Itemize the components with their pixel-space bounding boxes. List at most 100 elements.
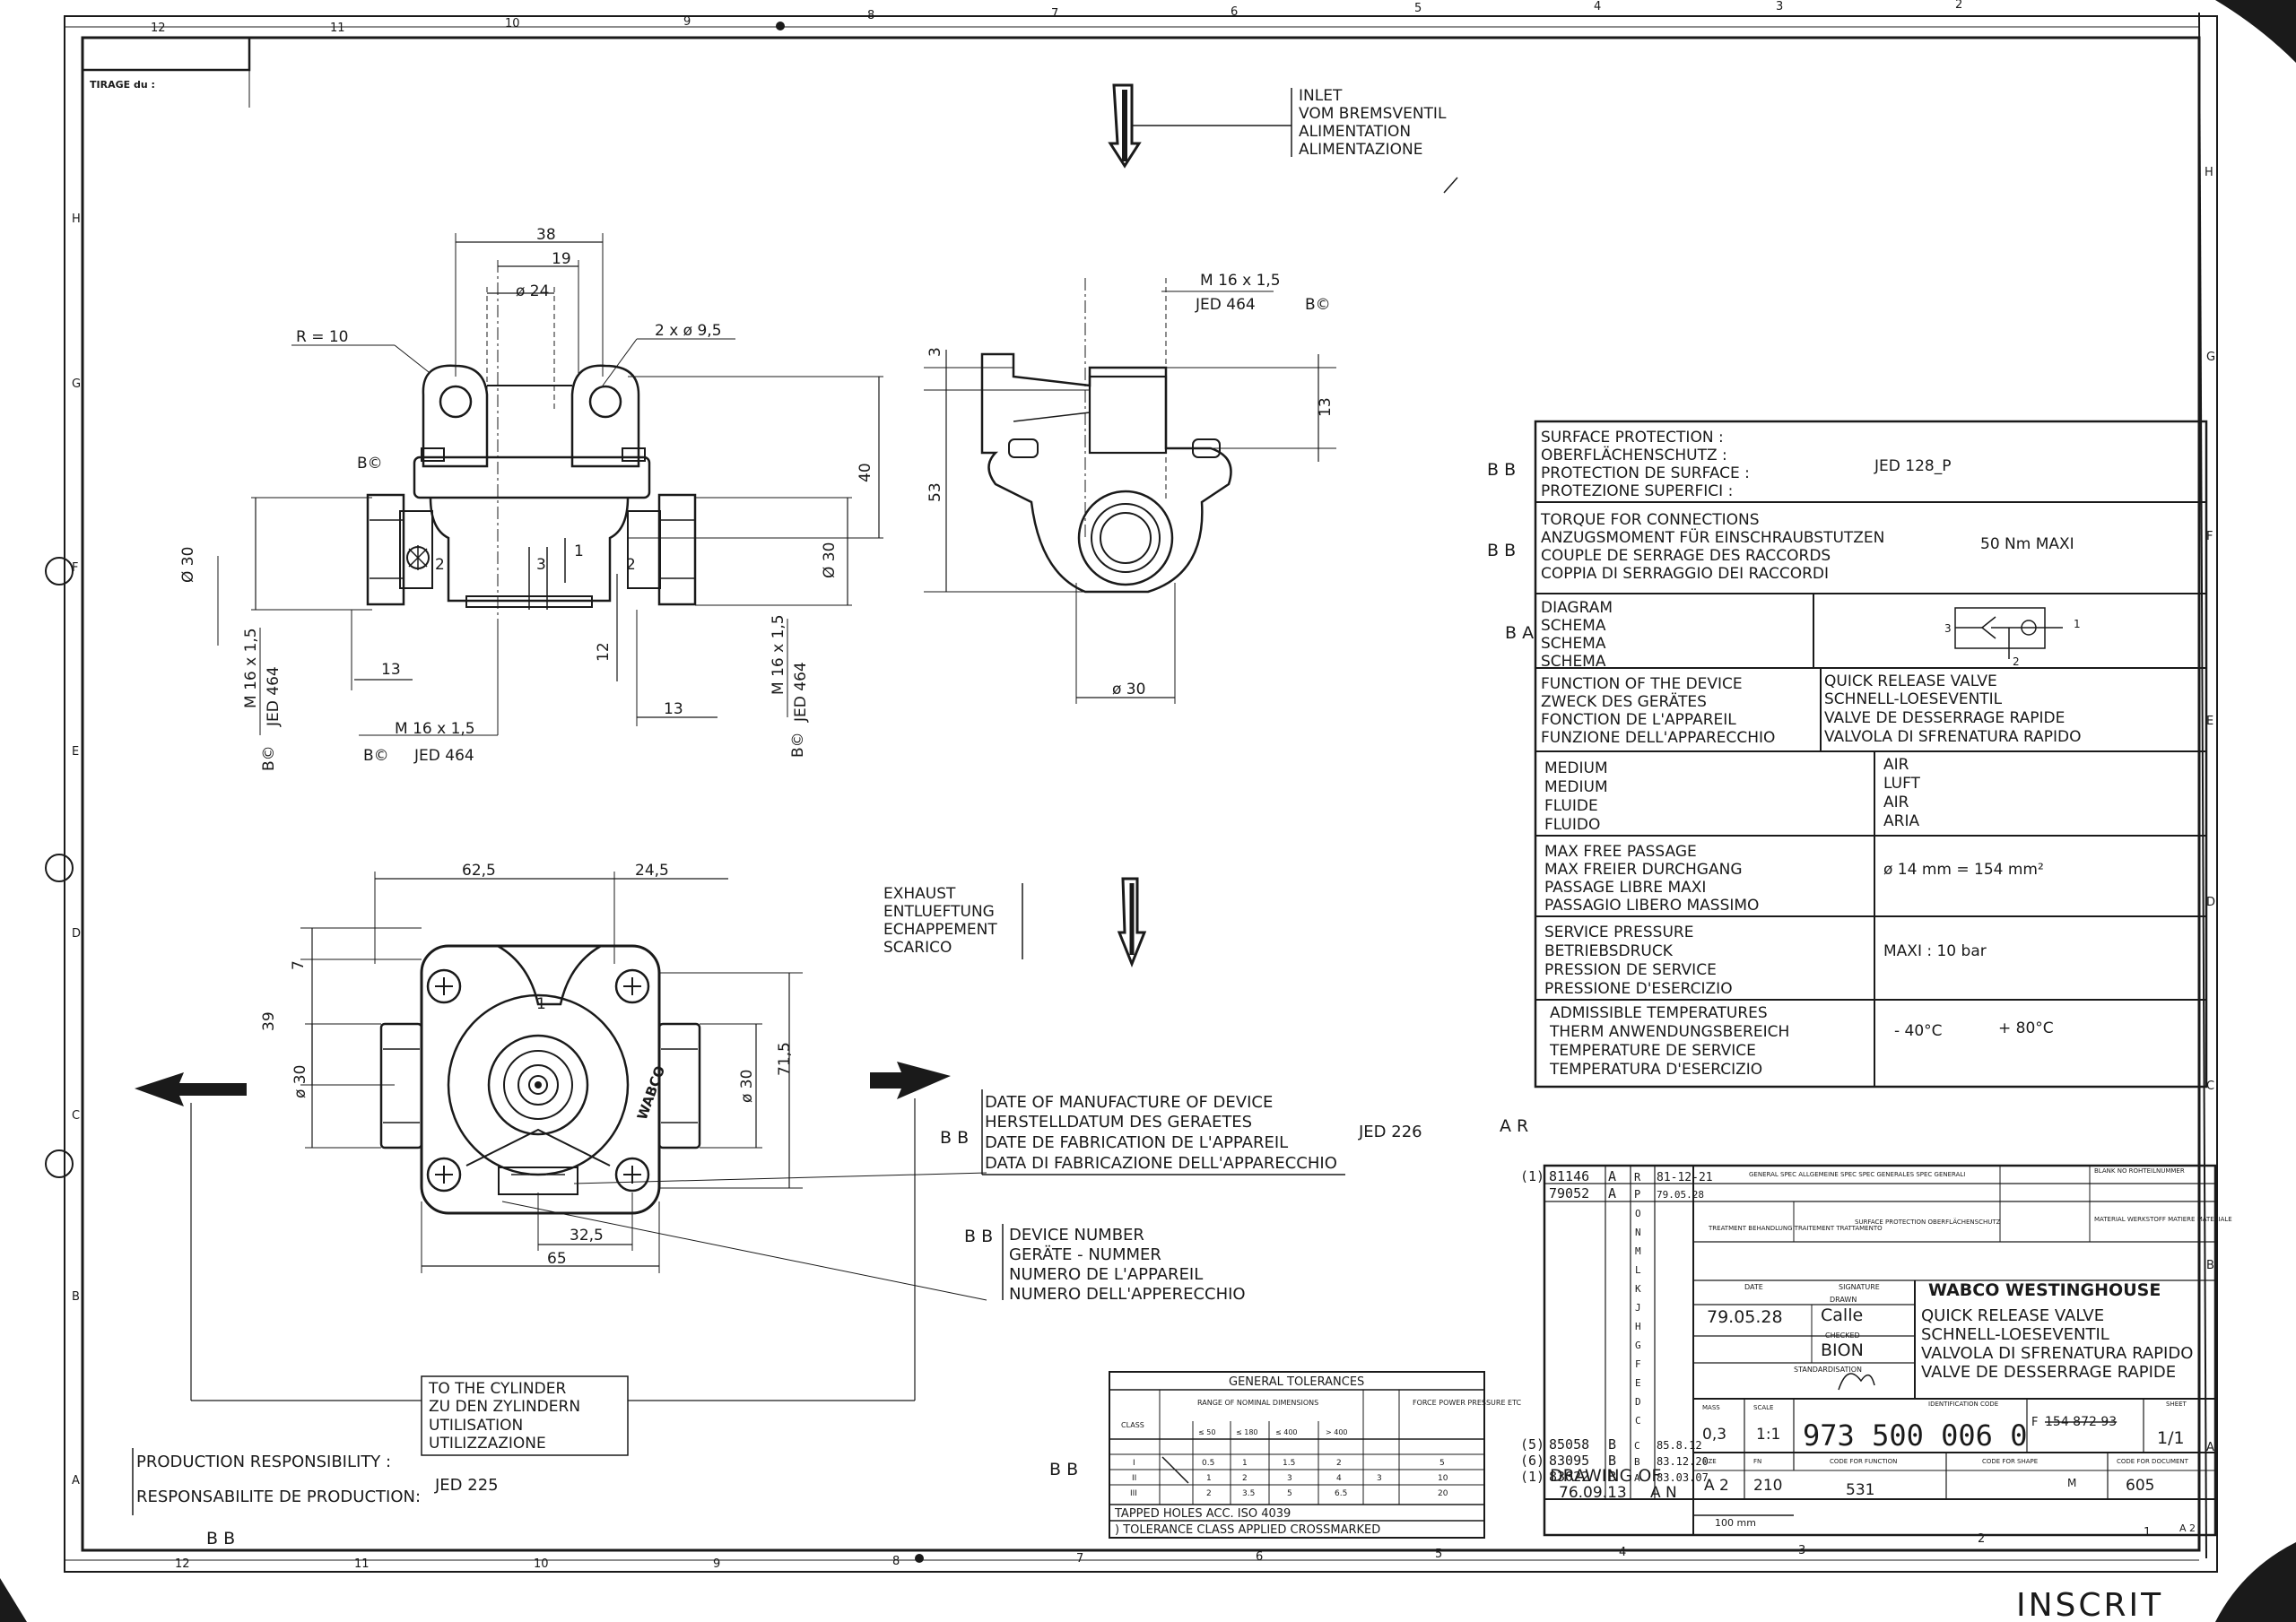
drawing-text: 50 Nm MAXI (1980, 535, 2074, 553)
drawing-text: TEMPERATURA D'ESERCIZIO (1549, 1061, 1762, 1079)
drawing-text: ADMISSIBLE TEMPERATURES (1550, 1004, 1768, 1022)
drawing-text: RANGE OF NOMINAL DIMENSIONS (1197, 1399, 1318, 1407)
drawing-text: M 16 x 1,5 (770, 614, 787, 695)
drawing-text: 7 (290, 960, 308, 970)
side-view: M 16 x 1,5 JED 464 B© 3 53 13 ø 30 (924, 272, 1336, 704)
drawing-text: (5) (1520, 1436, 1544, 1453)
drawing-text: B B (1487, 460, 1516, 480)
drawing-text: II (1132, 1474, 1136, 1483)
drawing-text: 5 (1439, 1459, 1445, 1468)
drawing-text: LUFT (1883, 775, 1921, 793)
drawing-text: E (1635, 1377, 1641, 1389)
drawing-text: ) TOLERANCE CLASS APPLIED CROSSMARKED (1115, 1523, 1380, 1537)
drawing-text: SCALE (1753, 1404, 1773, 1411)
grid-number: 1 (2144, 1526, 2151, 1540)
drawing-text: RESPONSABILITE DE PRODUCTION: (136, 1488, 421, 1506)
drawing-text: VALVOLA DI SFRENATURA RAPIDO (1921, 1344, 2193, 1363)
drawing-text: A 2 (2179, 1522, 2196, 1534)
drawing-text: 65 (547, 1250, 567, 1268)
drawing-text: AIR (1883, 794, 1909, 811)
drawing-text: H (2205, 166, 2213, 179)
drawing-text: R = 10 (296, 328, 349, 346)
drawing-text: B (1608, 1453, 1616, 1469)
drawing-text: 2 (1206, 1489, 1212, 1498)
drawing-text: ø 24 (516, 282, 549, 300)
drawing-text: ≤ 180 (1236, 1428, 1258, 1436)
drawing-text: H (1635, 1321, 1641, 1332)
top-grid-numbers: 12 11 10 9 8 7 6 5 4 3 2 (151, 0, 1962, 35)
drawing-text: ALIMENTAZIONE (1299, 141, 1422, 159)
drawing-text: JED 464 (413, 747, 474, 765)
drawing-text: D (1635, 1396, 1641, 1408)
drawing-text: SCARICO (883, 939, 952, 957)
drawing-text: HERSTELLDATUM DES GERAETES (985, 1113, 1252, 1132)
drawing-text: TO THE CYLINDER (428, 1380, 566, 1398)
drawing-text: DATE OF MANUFACTURE OF DEVICE (985, 1093, 1273, 1112)
drawing-text: DATE DE FABRICATION DE L'APPAREIL (985, 1133, 1288, 1152)
cylinder-box: TO THE CYLINDER ZU DEN ZYLINDERN UTILISA… (421, 1375, 629, 1456)
drawing-text: FUNCTION OF THE DEVICE (1541, 675, 1743, 693)
grid-number: 11 (330, 22, 345, 35)
drawing-text: 71,5 (776, 1042, 794, 1076)
drawing-text: Ø 30 (821, 542, 839, 578)
drawing-text: ZU DEN ZYLINDERN (429, 1398, 580, 1416)
drawing-text: COPPIA DI SERRAGGIO DEI RACCORDI (1541, 565, 1829, 583)
drawing-text: FN (1753, 1458, 1761, 1465)
drawing-text: C (2206, 1080, 2214, 1093)
drawing-text: A (1634, 1472, 1640, 1484)
right-grid-letters: H G F E D C B A (2205, 166, 2215, 1454)
drawing-text: UTILIZZAZIONE (429, 1435, 546, 1453)
drawing-text: MAXI : 10 bar (1883, 942, 1987, 960)
drawing-text: F (1635, 1358, 1641, 1370)
drawing-text: K (1635, 1283, 1641, 1295)
drawing-text: 19 (552, 250, 571, 268)
revision-change-rows: (5) 85058 B C 85.8.12 (6) 83095 B B 83.1… (1520, 1436, 1709, 1485)
drawing-text: M (1635, 1245, 1641, 1257)
drawing-text: ALIMENTATION (1299, 123, 1411, 141)
drawing-text: B B (206, 1529, 235, 1548)
drawing-text: B© (260, 745, 278, 771)
drawing-text: TEMPERATURE DE SERVICE (1549, 1042, 1756, 1060)
drawing-text: TREATMENT BEHANDLUNG TRAITEMENT TRATTAME… (1708, 1225, 1883, 1232)
drawing-text: GERÄTE - NUMMER (1009, 1245, 1161, 1264)
drawing-text: III (1130, 1489, 1137, 1498)
screw-icon (426, 968, 462, 1004)
drawing-text: DEVICE NUMBER (1009, 1226, 1144, 1245)
drawing-text: FORCE POWER PRESSURE ETC (1413, 1399, 1522, 1407)
drawing-text: G (1635, 1340, 1641, 1351)
drawing-text: BETRIEBSDRUCK (1544, 942, 1674, 960)
drawing-text: 2 (435, 556, 445, 574)
grid-number: 6 (1256, 1550, 1263, 1564)
drawing-text: 76.09.13 (1559, 1484, 1627, 1502)
drawing-text: STANDARDISATION (1794, 1366, 1862, 1374)
drawing-text: 62,5 (462, 862, 496, 880)
drawing-text: THERM ANWENDUNGSBEREICH (1549, 1023, 1789, 1041)
revision-letter-column: O N M L K J H G F E D C (1635, 1208, 1641, 1427)
drawing-text: B B (1487, 541, 1516, 560)
screw-icon (426, 1157, 462, 1193)
grid-number: 4 (1619, 1546, 1626, 1559)
drawing-text: A (1608, 1185, 1616, 1201)
drawing-text: D (2206, 896, 2215, 909)
drawing-text: BION (1821, 1340, 1864, 1360)
drawing-text: Calle (1821, 1305, 1863, 1325)
drawing-text: (6) (1520, 1453, 1544, 1469)
drawing-text: ECHAPPEMENT (883, 921, 997, 939)
grid-number: 8 (892, 1555, 900, 1568)
drawing-text: 13 (664, 700, 683, 718)
drawing-text: MAX FREE PASSAGE (1544, 843, 1697, 861)
drawing-text: F (2031, 1416, 2038, 1429)
drawing-text: CHECKED (1825, 1331, 1860, 1340)
drawing-text: PRESSIONE D'ESERCIZIO (1544, 980, 1733, 998)
drawing-text: ENTLUEFTUNG (883, 903, 995, 921)
drawing-text: SURFACE PROTECTION OBERFLÄCHENSCHUTZ (1855, 1218, 2001, 1226)
drawing-text: PRODUCTION RESPONSIBILITY : (136, 1453, 391, 1471)
grid-number: 3 (1776, 0, 1783, 13)
drawing-text: GENERAL SPEC ALLGEMEINE SPEC SPEC GENERA… (1749, 1171, 1965, 1178)
wabco-body-mark: WABCO (634, 1063, 668, 1122)
drawing-text: SCHNELL-LOESEVENTIL (1921, 1325, 2109, 1344)
drawing-text: TAPPED HOLES ACC. ISO 4039 (1114, 1507, 1291, 1521)
inlet-callout: INLET VOM BREMSVENTIL ALIMENTATION ALIME… (1108, 83, 1458, 194)
drawing-text: G (72, 377, 81, 391)
drawing-text: ≤ 50 (1198, 1428, 1215, 1436)
